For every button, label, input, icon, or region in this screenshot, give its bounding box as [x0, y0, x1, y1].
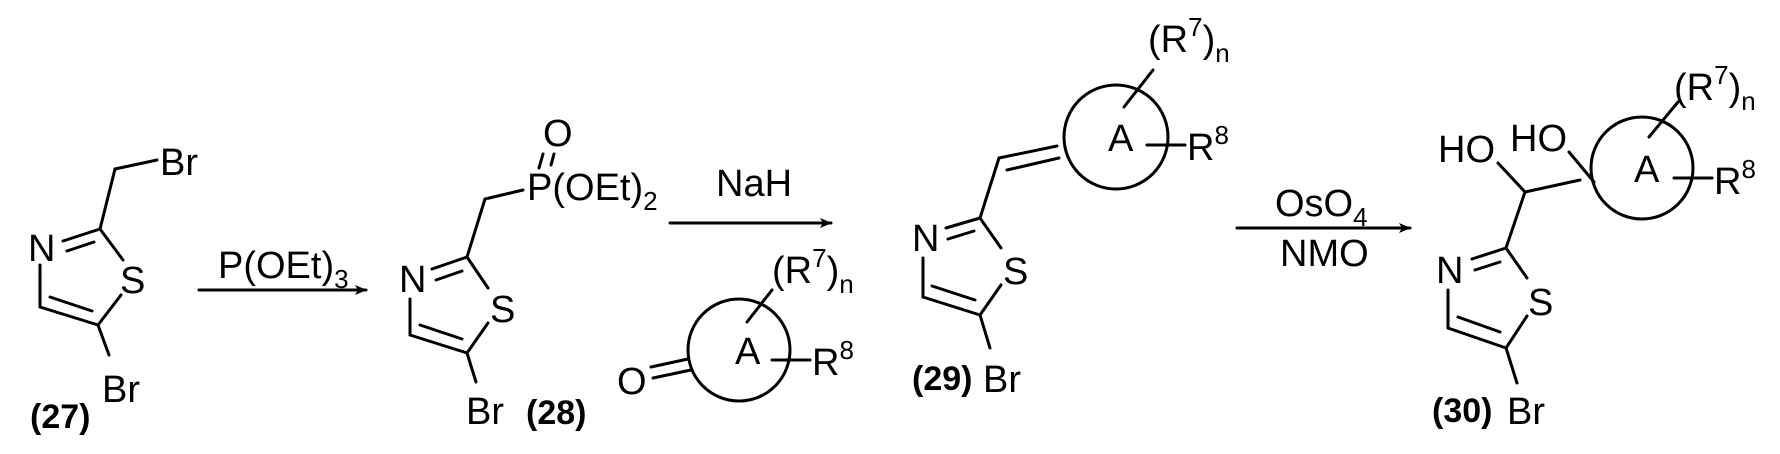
hydroxyl-2: HO	[1510, 118, 1567, 160]
compound-29: N S A (R7)n R8 (29) Br	[912, 12, 1230, 401]
atom-n: N	[399, 259, 426, 301]
compound-27-bonds	[40, 160, 157, 355]
atom-n: N	[1436, 250, 1463, 292]
atom-s: S	[1003, 251, 1028, 293]
substituent-r8: R8	[1187, 120, 1229, 169]
compound-label-27: (27)	[30, 398, 90, 436]
compound-30: N S HO HO A (R7)n R8 (30) Br	[1432, 60, 1756, 433]
hydroxyl-1: HO	[1438, 129, 1495, 171]
phosphonate-group: P(OEt)2	[527, 167, 658, 216]
atom-br-ring: Br	[983, 359, 1021, 401]
compound-label-30: (30)	[1432, 392, 1492, 430]
substituent-r7: (R7)n	[772, 243, 854, 299]
ring-a-label: A	[1634, 149, 1660, 191]
atom-br-ring: Br	[1507, 391, 1545, 433]
ring-a-label: A	[1108, 118, 1134, 160]
substituent-r8: R8	[1714, 154, 1756, 203]
ring-a-label: A	[735, 331, 761, 373]
atom-n: N	[912, 218, 939, 260]
reagent-sodium-hydride: NaH	[716, 163, 792, 205]
compound-label-29: (29)	[912, 360, 972, 398]
substituent-r7: (R7)n	[1674, 60, 1756, 116]
reagent-triethyl-phosphite: P(OEt)3	[218, 245, 349, 294]
reaction-step-3: OsO4 NMO	[1237, 183, 1410, 275]
atom-n: N	[28, 228, 55, 270]
reagent-osmium-tetroxide: OsO4	[1275, 183, 1368, 232]
reagent-nmo: NMO	[1280, 233, 1369, 275]
substituent-r7: (R7)n	[1148, 12, 1230, 68]
reaction-step-1: P(OEt)3	[199, 245, 366, 294]
compound-29-bonds	[923, 70, 1185, 348]
substituent-r8: R8	[812, 335, 854, 384]
atom-s: S	[490, 289, 515, 331]
atom-o: O	[543, 113, 573, 155]
compound-label-28: (28)	[526, 394, 586, 432]
atom-br-ring: Br	[102, 369, 140, 411]
atom-br-ring: Br	[466, 391, 504, 433]
atom-o: O	[617, 361, 647, 403]
atom-s: S	[1528, 282, 1553, 324]
atom-s: S	[120, 260, 145, 302]
compound-27: N S Br Br (27)	[28, 142, 198, 436]
atom-br-side: Br	[160, 142, 198, 184]
ketone-reagent: O A (R7)n R8	[617, 243, 854, 403]
